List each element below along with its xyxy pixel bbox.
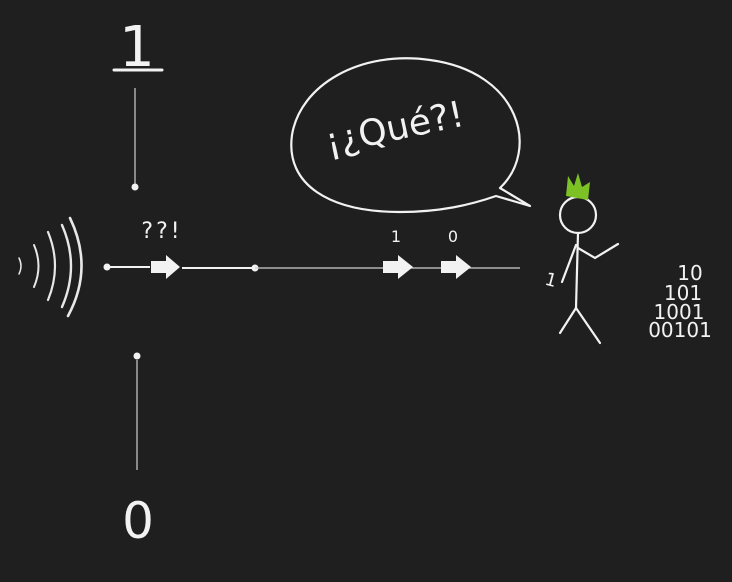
speech-text: ¡¿Qué?! xyxy=(322,94,468,163)
binary-pile-line-2: 101 xyxy=(664,281,702,305)
hair-icon xyxy=(566,173,590,200)
speech-bubble xyxy=(290,57,532,214)
signal-wave-icon xyxy=(18,216,83,318)
binary-pile-line-1: 10 xyxy=(677,261,702,285)
confused-label: ??! xyxy=(141,219,182,244)
binary-pile-line-4: 00101 xyxy=(648,318,712,342)
arrow-bit-label-1: 1 xyxy=(391,227,401,246)
arrow-right-icon xyxy=(441,255,471,279)
binary-pile: 10 101 1001 00101 xyxy=(648,261,712,342)
arrow-bit-label-2: 0 xyxy=(448,227,458,246)
bottom-dot xyxy=(133,352,141,360)
signal-start-dot xyxy=(103,263,111,271)
arrow-right-icon xyxy=(151,255,180,279)
person-side-label: 1 xyxy=(543,269,559,292)
binary-pile-line-3: 1001 xyxy=(654,300,705,324)
bottom-value-label: 0 xyxy=(122,492,154,550)
person-figure xyxy=(558,195,620,345)
top-dot xyxy=(131,183,139,191)
arrow-right-icon xyxy=(383,255,413,279)
